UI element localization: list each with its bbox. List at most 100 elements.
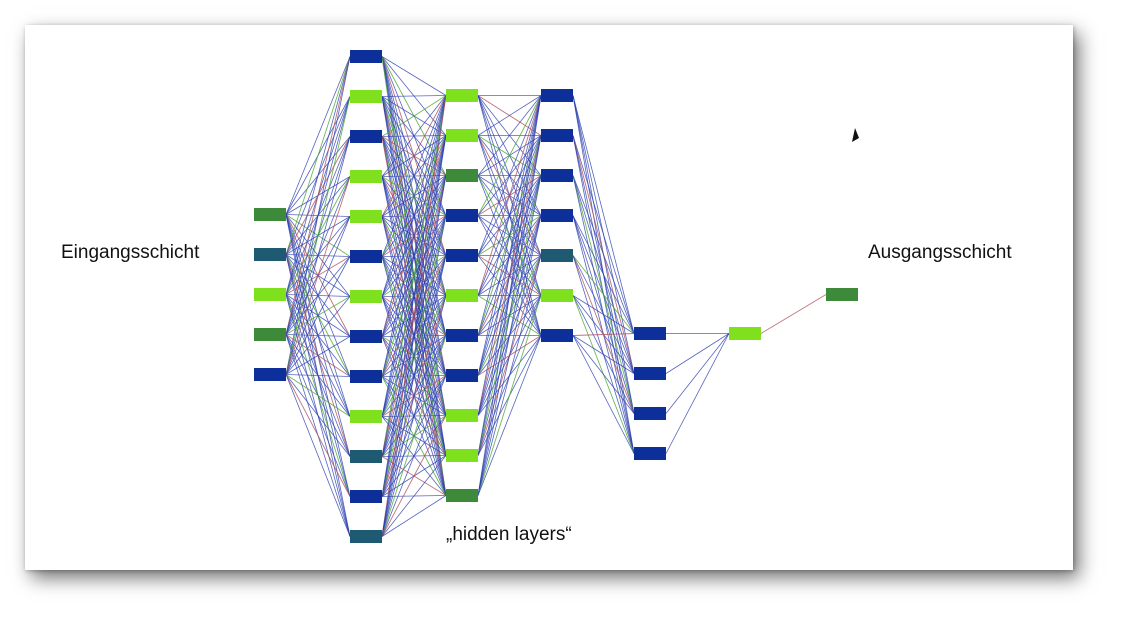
connection-line bbox=[381, 415, 447, 537]
connection-line bbox=[381, 455, 447, 537]
input-node bbox=[254, 208, 286, 221]
connection-line bbox=[285, 374, 351, 497]
connection-line bbox=[285, 56, 351, 335]
input-node bbox=[254, 328, 286, 341]
hidden2-node bbox=[446, 489, 478, 502]
connection-line bbox=[572, 335, 635, 414]
connection-line bbox=[477, 95, 542, 456]
connection-line bbox=[381, 335, 447, 537]
connection-line bbox=[477, 95, 542, 416]
hidden1-node bbox=[350, 90, 382, 103]
connection-line bbox=[285, 56, 351, 255]
connection-line bbox=[572, 333, 635, 336]
hidden1-node bbox=[350, 250, 382, 263]
connection-line bbox=[381, 95, 447, 417]
hidden3-node bbox=[541, 129, 573, 142]
connection-line bbox=[477, 175, 542, 496]
connection-line bbox=[381, 95, 447, 337]
connection-line bbox=[381, 95, 447, 177]
connection-line bbox=[572, 295, 635, 334]
connection-line bbox=[381, 135, 447, 537]
hidden3-node bbox=[541, 89, 573, 102]
hidden4-node bbox=[634, 407, 666, 420]
neurons bbox=[254, 50, 858, 543]
hidden1-node bbox=[350, 410, 382, 423]
connection-line bbox=[381, 95, 447, 537]
hidden1-node bbox=[350, 290, 382, 303]
hidden4-node bbox=[634, 367, 666, 380]
hidden2-node bbox=[446, 329, 478, 342]
connection-line bbox=[665, 333, 730, 374]
connection-line bbox=[477, 95, 542, 336]
hidden3-node bbox=[541, 249, 573, 262]
connection-line bbox=[477, 335, 542, 496]
connection-line bbox=[285, 296, 351, 375]
connection-line bbox=[285, 56, 351, 215]
hidden-layers-label: „hidden layers“ bbox=[446, 524, 572, 545]
hidden2-node bbox=[446, 89, 478, 102]
hidden3-node bbox=[541, 209, 573, 222]
hidden4-node bbox=[634, 447, 666, 460]
connection-line bbox=[381, 95, 447, 377]
connection-line bbox=[285, 336, 351, 375]
connection-line bbox=[285, 374, 351, 457]
connection-line bbox=[381, 375, 447, 537]
connection-line bbox=[572, 255, 635, 334]
connection-line bbox=[285, 176, 351, 375]
connection-line bbox=[477, 95, 542, 136]
connection-line bbox=[381, 95, 447, 497]
connection-line bbox=[381, 495, 447, 537]
connection-line bbox=[477, 95, 542, 296]
connections bbox=[285, 56, 827, 537]
connection-line bbox=[477, 95, 542, 376]
connection-line bbox=[381, 175, 447, 537]
connection-line bbox=[381, 95, 447, 297]
hidden1-node bbox=[350, 490, 382, 503]
hidden1-node bbox=[350, 170, 382, 183]
connection-line bbox=[381, 56, 447, 96]
hidden4-node bbox=[634, 327, 666, 340]
output-layer-label: Ausgangsschicht bbox=[868, 242, 1012, 263]
connection-line bbox=[285, 56, 351, 295]
hidden2-node bbox=[446, 209, 478, 222]
connection-line bbox=[572, 335, 635, 374]
hidden2-node bbox=[446, 289, 478, 302]
hidden3-node bbox=[541, 169, 573, 182]
hidden5-node bbox=[729, 327, 761, 340]
hidden2-node bbox=[446, 249, 478, 262]
connection-line bbox=[477, 295, 542, 496]
connection-line bbox=[285, 136, 351, 375]
connection-line bbox=[285, 374, 351, 417]
hidden1-node bbox=[350, 130, 382, 143]
connection-line bbox=[477, 255, 542, 496]
connection-line bbox=[665, 333, 730, 454]
input-node bbox=[254, 368, 286, 381]
connection-line bbox=[285, 216, 351, 375]
connection-line bbox=[477, 215, 542, 496]
hidden2-node bbox=[446, 369, 478, 382]
connection-line bbox=[572, 175, 635, 334]
hidden2-node bbox=[446, 169, 478, 182]
connection-line bbox=[285, 374, 351, 377]
connection-line bbox=[285, 374, 351, 537]
connection-line bbox=[285, 56, 351, 375]
connection-line bbox=[477, 95, 542, 496]
connection-line bbox=[572, 135, 635, 334]
connection-line bbox=[381, 95, 447, 97]
connection-line bbox=[381, 95, 447, 137]
hidden3-node bbox=[541, 289, 573, 302]
connection-line bbox=[572, 335, 635, 454]
hidden1-node bbox=[350, 370, 382, 383]
connection-line bbox=[572, 215, 635, 334]
hidden1-node bbox=[350, 50, 382, 63]
connection-line bbox=[477, 95, 542, 216]
hidden1-node bbox=[350, 450, 382, 463]
connection-line bbox=[572, 95, 635, 334]
connection-line bbox=[477, 135, 542, 496]
hidden3-node bbox=[541, 329, 573, 342]
output-node bbox=[826, 288, 858, 301]
hidden2-node bbox=[446, 129, 478, 142]
input-node bbox=[254, 288, 286, 301]
connection-line bbox=[285, 256, 351, 375]
